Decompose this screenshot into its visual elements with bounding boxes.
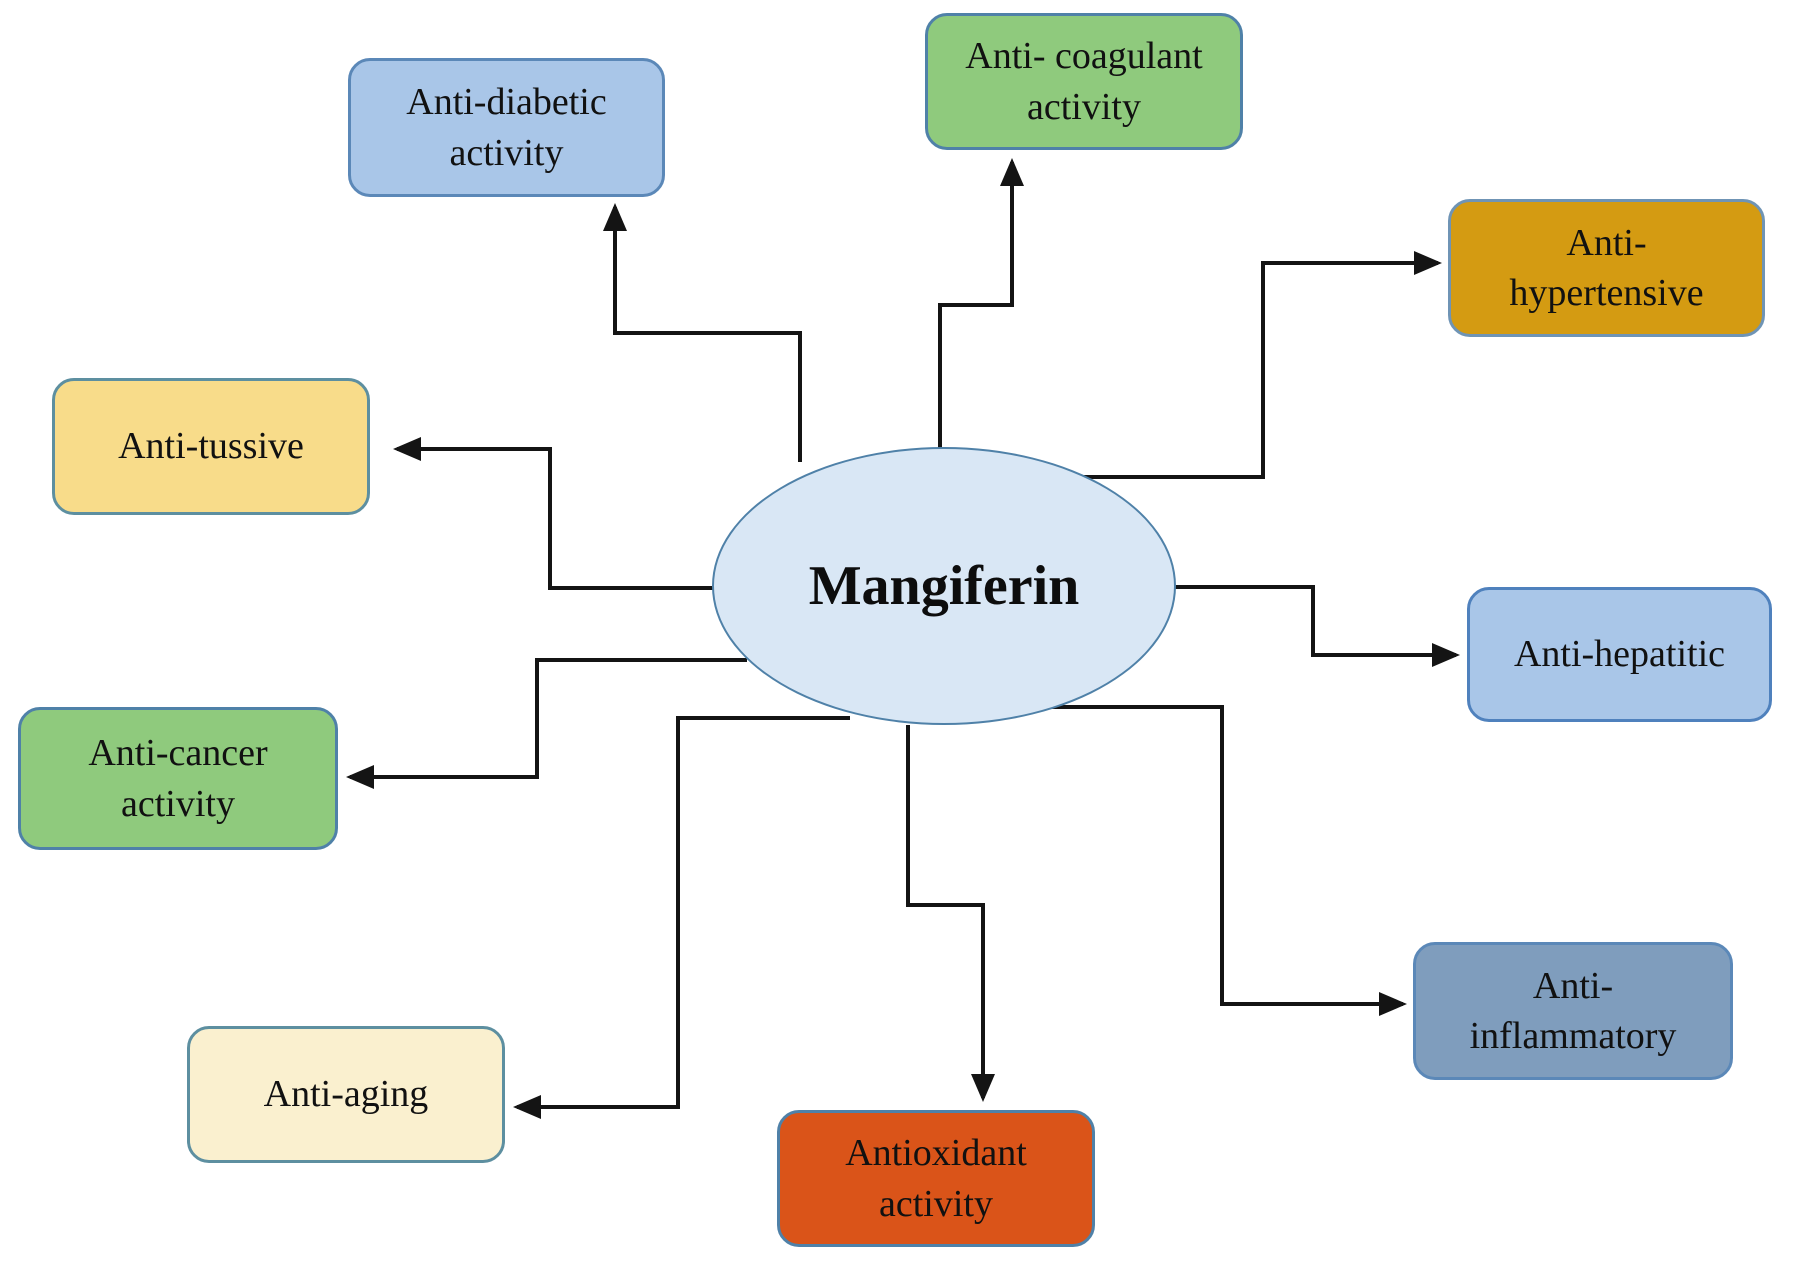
- arrow-anti-inflammatory: [1048, 705, 1407, 1016]
- node-anti-tussive: Anti-tussive: [52, 378, 370, 515]
- node-anti-cancer: Anti-cancer activity: [18, 707, 338, 850]
- node-anti-tussive-label: Anti-tussive: [118, 425, 304, 468]
- node-anti-inflammatory: Anti- inflammatory: [1413, 942, 1733, 1080]
- arrow-anti-diabetic: [603, 203, 802, 462]
- node-anti-hypertensive: Anti- hypertensive: [1448, 199, 1765, 337]
- node-anti-cancer-label: Anti-cancer activity: [88, 732, 268, 825]
- node-anti-inflammatory-label: Anti- inflammatory: [1469, 964, 1677, 1057]
- arrow-anti-coagulant: [938, 158, 1024, 450]
- node-anti-diabetic: Anti-diabetic activity: [348, 58, 665, 197]
- arrow-anti-cancer: [346, 658, 747, 789]
- node-anti-hepatitic: Anti-hepatitic: [1467, 587, 1772, 722]
- arrow-anti-hypertensive: [1082, 251, 1442, 479]
- node-anti-coagulant: Anti- coagulant activity: [925, 13, 1243, 150]
- mangiferin-ellipse: Mangiferin: [712, 447, 1176, 725]
- arrow-anti-aging: [513, 716, 850, 1119]
- node-anti-hepatitic-label: Anti-hepatitic: [1513, 633, 1726, 676]
- node-anti-coagulant-label: Anti- coagulant activity: [965, 35, 1203, 128]
- arrow-anti-tussive: [393, 437, 714, 590]
- arrow-anti-hepatitic: [1174, 585, 1460, 667]
- node-anti-aging: Anti-aging: [187, 1026, 505, 1163]
- node-antioxidant: Antioxidant activity: [777, 1110, 1095, 1247]
- node-antioxidant-label: Antioxidant activity: [845, 1132, 1027, 1225]
- node-anti-hypertensive-label: Anti- hypertensive: [1509, 221, 1704, 314]
- arrow-antioxidant: [906, 725, 995, 1102]
- node-anti-diabetic-label: Anti-diabetic activity: [406, 81, 607, 174]
- node-anti-aging-label: Anti-aging: [263, 1073, 429, 1116]
- mangiferin-ellipse-label: Mangiferin: [808, 555, 1080, 617]
